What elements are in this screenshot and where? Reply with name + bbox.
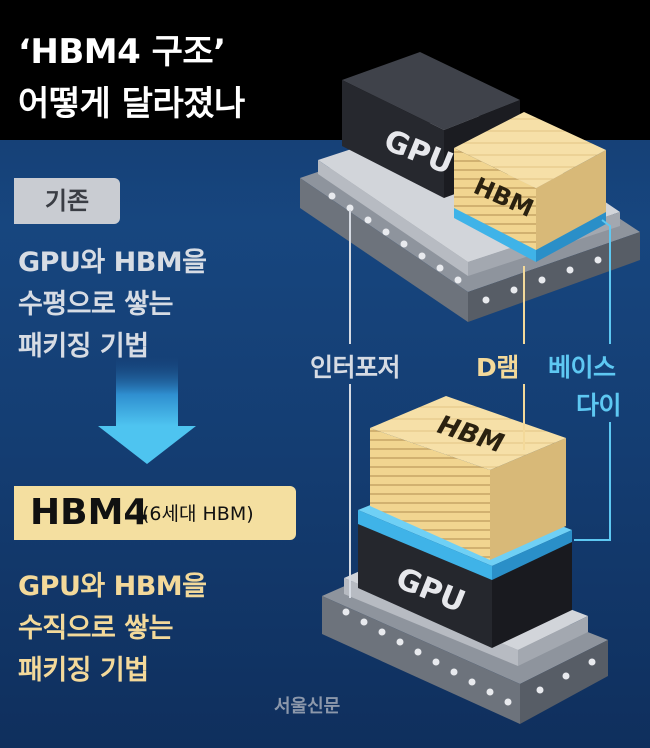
title-bar: [0, 0, 650, 140]
legacy-package: GPU HBM: [300, 52, 640, 322]
legacy-gpu-top: [342, 52, 520, 130]
hbm4-hbm-front: [370, 428, 490, 560]
hbm4-base-die-side: [492, 530, 572, 580]
credit-logo: 서울신문: [274, 696, 341, 717]
legacy-base-die-side: [536, 210, 606, 262]
hbm4-substrate-front: [322, 596, 520, 724]
legacy-hbm-top: [454, 112, 606, 188]
title-line-1: ‘HBM4 구조’: [18, 32, 226, 72]
legacy-desc-line-2: 수평으로 쌓는: [18, 289, 173, 320]
legacy-hbm-side: [536, 150, 606, 250]
hbm4-desc-line-3: 패키징 기법: [18, 655, 149, 686]
hbm4-gpu-side: [492, 540, 572, 648]
dram-label: D램: [476, 353, 519, 382]
title-line-2: 어떻게 달라졌나: [18, 84, 245, 124]
hbm4-desc-line-2: 수직으로 쌓는: [18, 613, 173, 644]
hbm4-gpu-front: [358, 524, 492, 648]
legacy-badge: 기존: [14, 178, 120, 224]
hbm4-substrate-side: [520, 640, 608, 724]
legacy-interposer-front: [318, 160, 468, 276]
legacy-substrate-front: [300, 178, 468, 322]
callout-lines: [349, 210, 611, 598]
legacy-substrate-side: [468, 232, 640, 322]
base-die-label-line-1: 베이스: [548, 353, 616, 382]
down-arrow-icon: [98, 356, 196, 464]
hbm4-base-die-front: [358, 510, 492, 580]
hbm4-package: HBM GPU: [322, 396, 608, 724]
legacy-solder-balls: [328, 192, 602, 304]
legacy-desc-line-1: GPU와 HBM을: [18, 247, 207, 278]
hbm4-desc-line-1: GPU와 HBM을: [18, 571, 207, 602]
hbm4-hbm-side: [490, 438, 566, 560]
legacy-hbm-front: [454, 148, 536, 250]
hbm4-hbm-top: [370, 396, 566, 470]
hbm4-interposer-side: [518, 616, 588, 666]
hbm4-badge-title: HBM4: [30, 492, 149, 533]
hbm4-solder-balls: [342, 608, 596, 706]
hbm4-badge-subtitle: (6세대 HBM): [142, 503, 254, 525]
hbm4-badge: HBM4 (6세대 HBM): [14, 486, 296, 540]
legacy-desc-line-3: 패키징 기법: [18, 331, 149, 362]
interposer-label: 인터포저: [310, 353, 401, 382]
legacy-gpu-front: [342, 80, 444, 198]
base-die-label-line-2: 다이: [576, 391, 622, 420]
